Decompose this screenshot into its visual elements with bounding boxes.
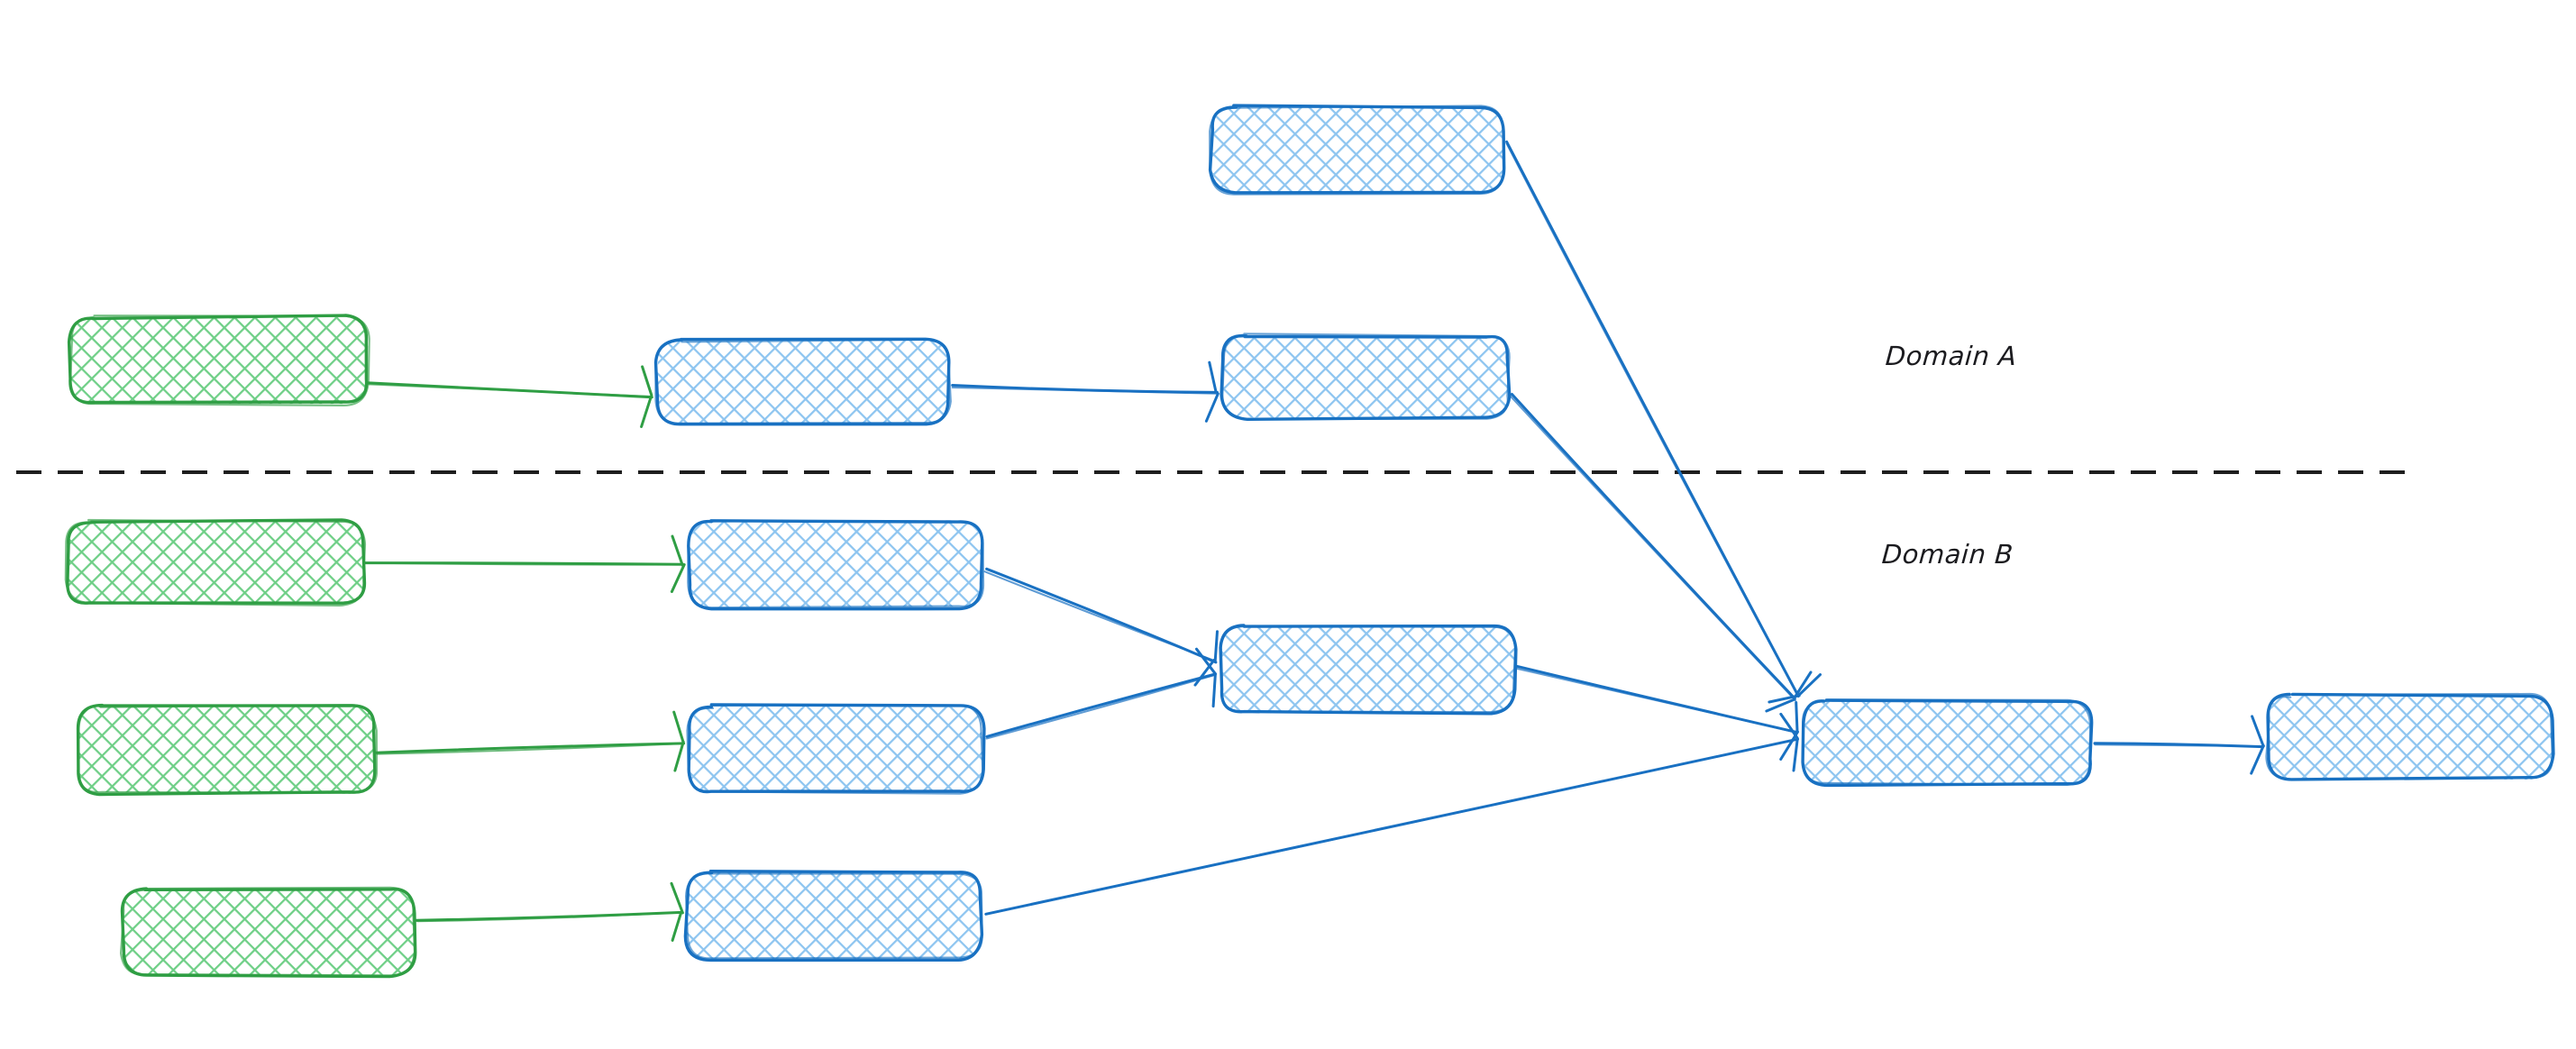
edge-shaft [1509, 395, 1796, 702]
node-fill [688, 520, 984, 607]
edge-e1 [365, 365, 653, 428]
edge-shaft [364, 561, 684, 566]
node-fill [122, 887, 416, 975]
node-fill [1219, 625, 1515, 714]
node-fill [2266, 695, 2553, 780]
edge-shaft [368, 383, 653, 397]
edge-arrowhead [1793, 670, 1813, 700]
edge-arrowhead [1193, 659, 1216, 687]
node-n-b-p1[interactable] [687, 519, 985, 611]
edge-arrowhead [672, 710, 685, 743]
edge-arrowhead [670, 563, 686, 593]
node-outline [685, 871, 983, 960]
edge-arrowhead [1204, 392, 1219, 423]
edge-e7 [414, 881, 684, 942]
edge-arrowhead [641, 365, 653, 397]
edge-arrowhead [1208, 360, 1218, 394]
edge-arrowhead [671, 910, 683, 942]
node-n-b-mid[interactable] [1219, 624, 1518, 716]
edge-arrowhead [1798, 673, 1822, 697]
edge-shaft [985, 673, 1217, 740]
edge-arrowhead [2250, 744, 2265, 775]
edge-arrowhead [673, 740, 685, 772]
edge-shaft [1515, 667, 1797, 734]
node-n-b-src2[interactable] [76, 703, 379, 797]
edge-arrowhead [2251, 715, 2265, 748]
node-n-b-p3[interactable] [683, 870, 984, 962]
edge-arrowhead [1795, 701, 1799, 733]
node-fill [686, 871, 982, 960]
domain-label-domain-a: Domain A [1884, 341, 2018, 371]
node-fill [1211, 105, 1505, 195]
edge-e4 [1509, 393, 1813, 713]
node-n-b-sink[interactable] [2265, 692, 2555, 781]
edge-shaft [985, 672, 1217, 738]
node-n-a-out[interactable] [1219, 333, 1512, 421]
edges-layer [364, 140, 2265, 942]
edge-arrowhead [1195, 647, 1217, 676]
edge-e6 [374, 710, 686, 772]
node-n-b-p2[interactable] [686, 703, 986, 795]
edge-arrowhead [1211, 672, 1217, 708]
node-fill [657, 340, 950, 424]
node-outline [67, 314, 369, 405]
domain-label-domain-b: Domain B [1880, 539, 2014, 570]
edge-e10 [1515, 664, 1799, 761]
edge-shaft [1505, 140, 1800, 698]
node-n-b-hub[interactable] [1801, 698, 2094, 788]
node-fill [77, 706, 377, 794]
edge-arrowhead [1213, 630, 1219, 663]
node-fill [69, 316, 369, 405]
edge-e2 [951, 360, 1219, 423]
edge-arrowhead [640, 395, 653, 428]
edge-shaft [416, 911, 682, 923]
node-n-b-src3[interactable] [120, 886, 417, 979]
node-outline [686, 704, 984, 795]
node-outline [1219, 625, 1517, 714]
node-fill [1802, 700, 2092, 786]
edge-shaft [2094, 743, 2263, 748]
node-outline [654, 338, 952, 424]
edge-shaft [374, 742, 686, 754]
edge-shaft [376, 743, 685, 755]
nodes-layer [64, 104, 2555, 979]
node-outline [687, 703, 986, 794]
node-fill [1220, 335, 1510, 419]
node-fill [688, 706, 983, 793]
node-outline [2265, 692, 2553, 780]
node-outline [120, 886, 416, 977]
edge-e5 [364, 534, 686, 593]
edge-arrowhead [1779, 712, 1799, 740]
node-n-a-src[interactable] [67, 314, 370, 406]
edge-e9 [985, 647, 1217, 740]
edge-arrowhead [670, 881, 684, 915]
node-outline [687, 519, 985, 609]
edge-shaft [985, 738, 1799, 916]
node-outline [1801, 698, 2092, 786]
node-outline [1209, 105, 1505, 196]
edge-shaft [983, 570, 1217, 662]
edge-e8 [983, 567, 1219, 687]
edge-shaft [1505, 142, 1799, 698]
node-outline [69, 315, 370, 406]
node-outline [77, 704, 379, 794]
node-n-a-mid[interactable] [653, 337, 952, 426]
edge-e3 [1505, 140, 1822, 704]
edge-arrowhead [1792, 737, 1799, 772]
node-n-a-top[interactable] [1208, 104, 1506, 196]
edge-shaft [1511, 393, 1796, 700]
node-outline [64, 518, 367, 607]
edge-shaft [951, 387, 1218, 395]
edge-arrowhead [671, 534, 684, 567]
node-outline [1221, 333, 1511, 420]
edge-e11 [984, 712, 1799, 916]
node-fill [67, 520, 365, 604]
node-n-b-src1[interactable] [64, 518, 367, 607]
edge-arrowhead [1765, 698, 1796, 713]
edge-e12 [2093, 715, 2265, 775]
